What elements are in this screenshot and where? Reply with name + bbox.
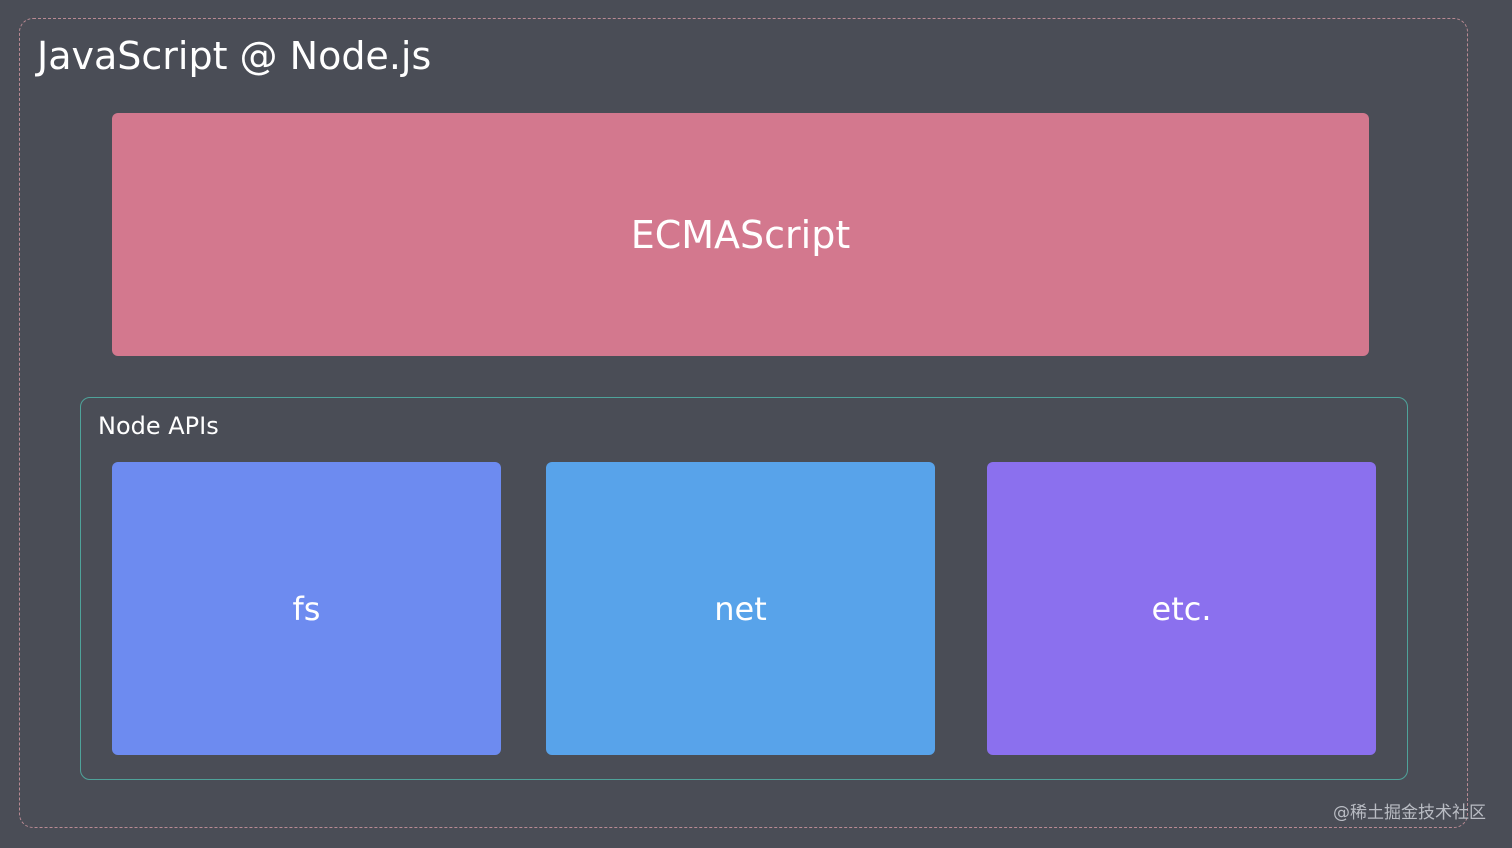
net-module-box: net <box>546 462 935 755</box>
fs-module-label: fs <box>292 589 321 628</box>
ecmascript-box: ECMAScript <box>112 113 1369 356</box>
net-module-label: net <box>714 589 767 628</box>
node-apis-label: Node APIs <box>98 412 219 440</box>
watermark: @稀土掘金技术社区 <box>1333 803 1486 823</box>
ecmascript-label: ECMAScript <box>630 212 851 257</box>
node-apis-frame <box>80 397 1408 780</box>
etc-module-label: etc. <box>1151 589 1212 628</box>
diagram-title: JavaScript @ Node.js <box>37 34 432 78</box>
javascript-runtime-frame <box>19 18 1468 828</box>
etc-module-box: etc. <box>987 462 1376 755</box>
fs-module-box: fs <box>112 462 501 755</box>
